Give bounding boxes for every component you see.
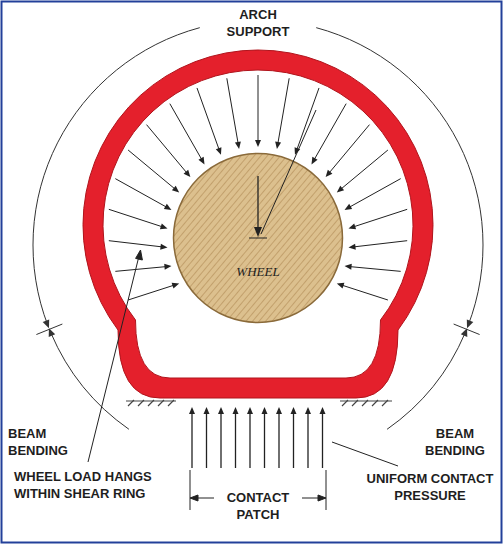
- pressure-note: UNIFORM CONTACT PRESSURE: [366, 470, 494, 504]
- beam-label: BEAM BENDING: [416, 425, 494, 459]
- wheel-label: WHEEL: [172, 264, 344, 280]
- arch-label: ARCH SUPPORT: [222, 6, 294, 40]
- pressure-arrows: [109, 75, 407, 300]
- shear-ring: [83, 50, 433, 398]
- load-note: WHEEL LOAD HANGS WITHIN SHEAR RING: [14, 468, 166, 502]
- ground: [126, 400, 392, 406]
- dimension-arcs: [33, 28, 483, 430]
- beam-label: BEAM BENDING: [8, 425, 82, 459]
- wheel-circle: WHEEL: [172, 152, 344, 324]
- wheel-shape: [172, 152, 344, 324]
- patch-label: CONTACT PATCH: [216, 489, 300, 523]
- contact-pressure-arrows: [189, 407, 326, 468]
